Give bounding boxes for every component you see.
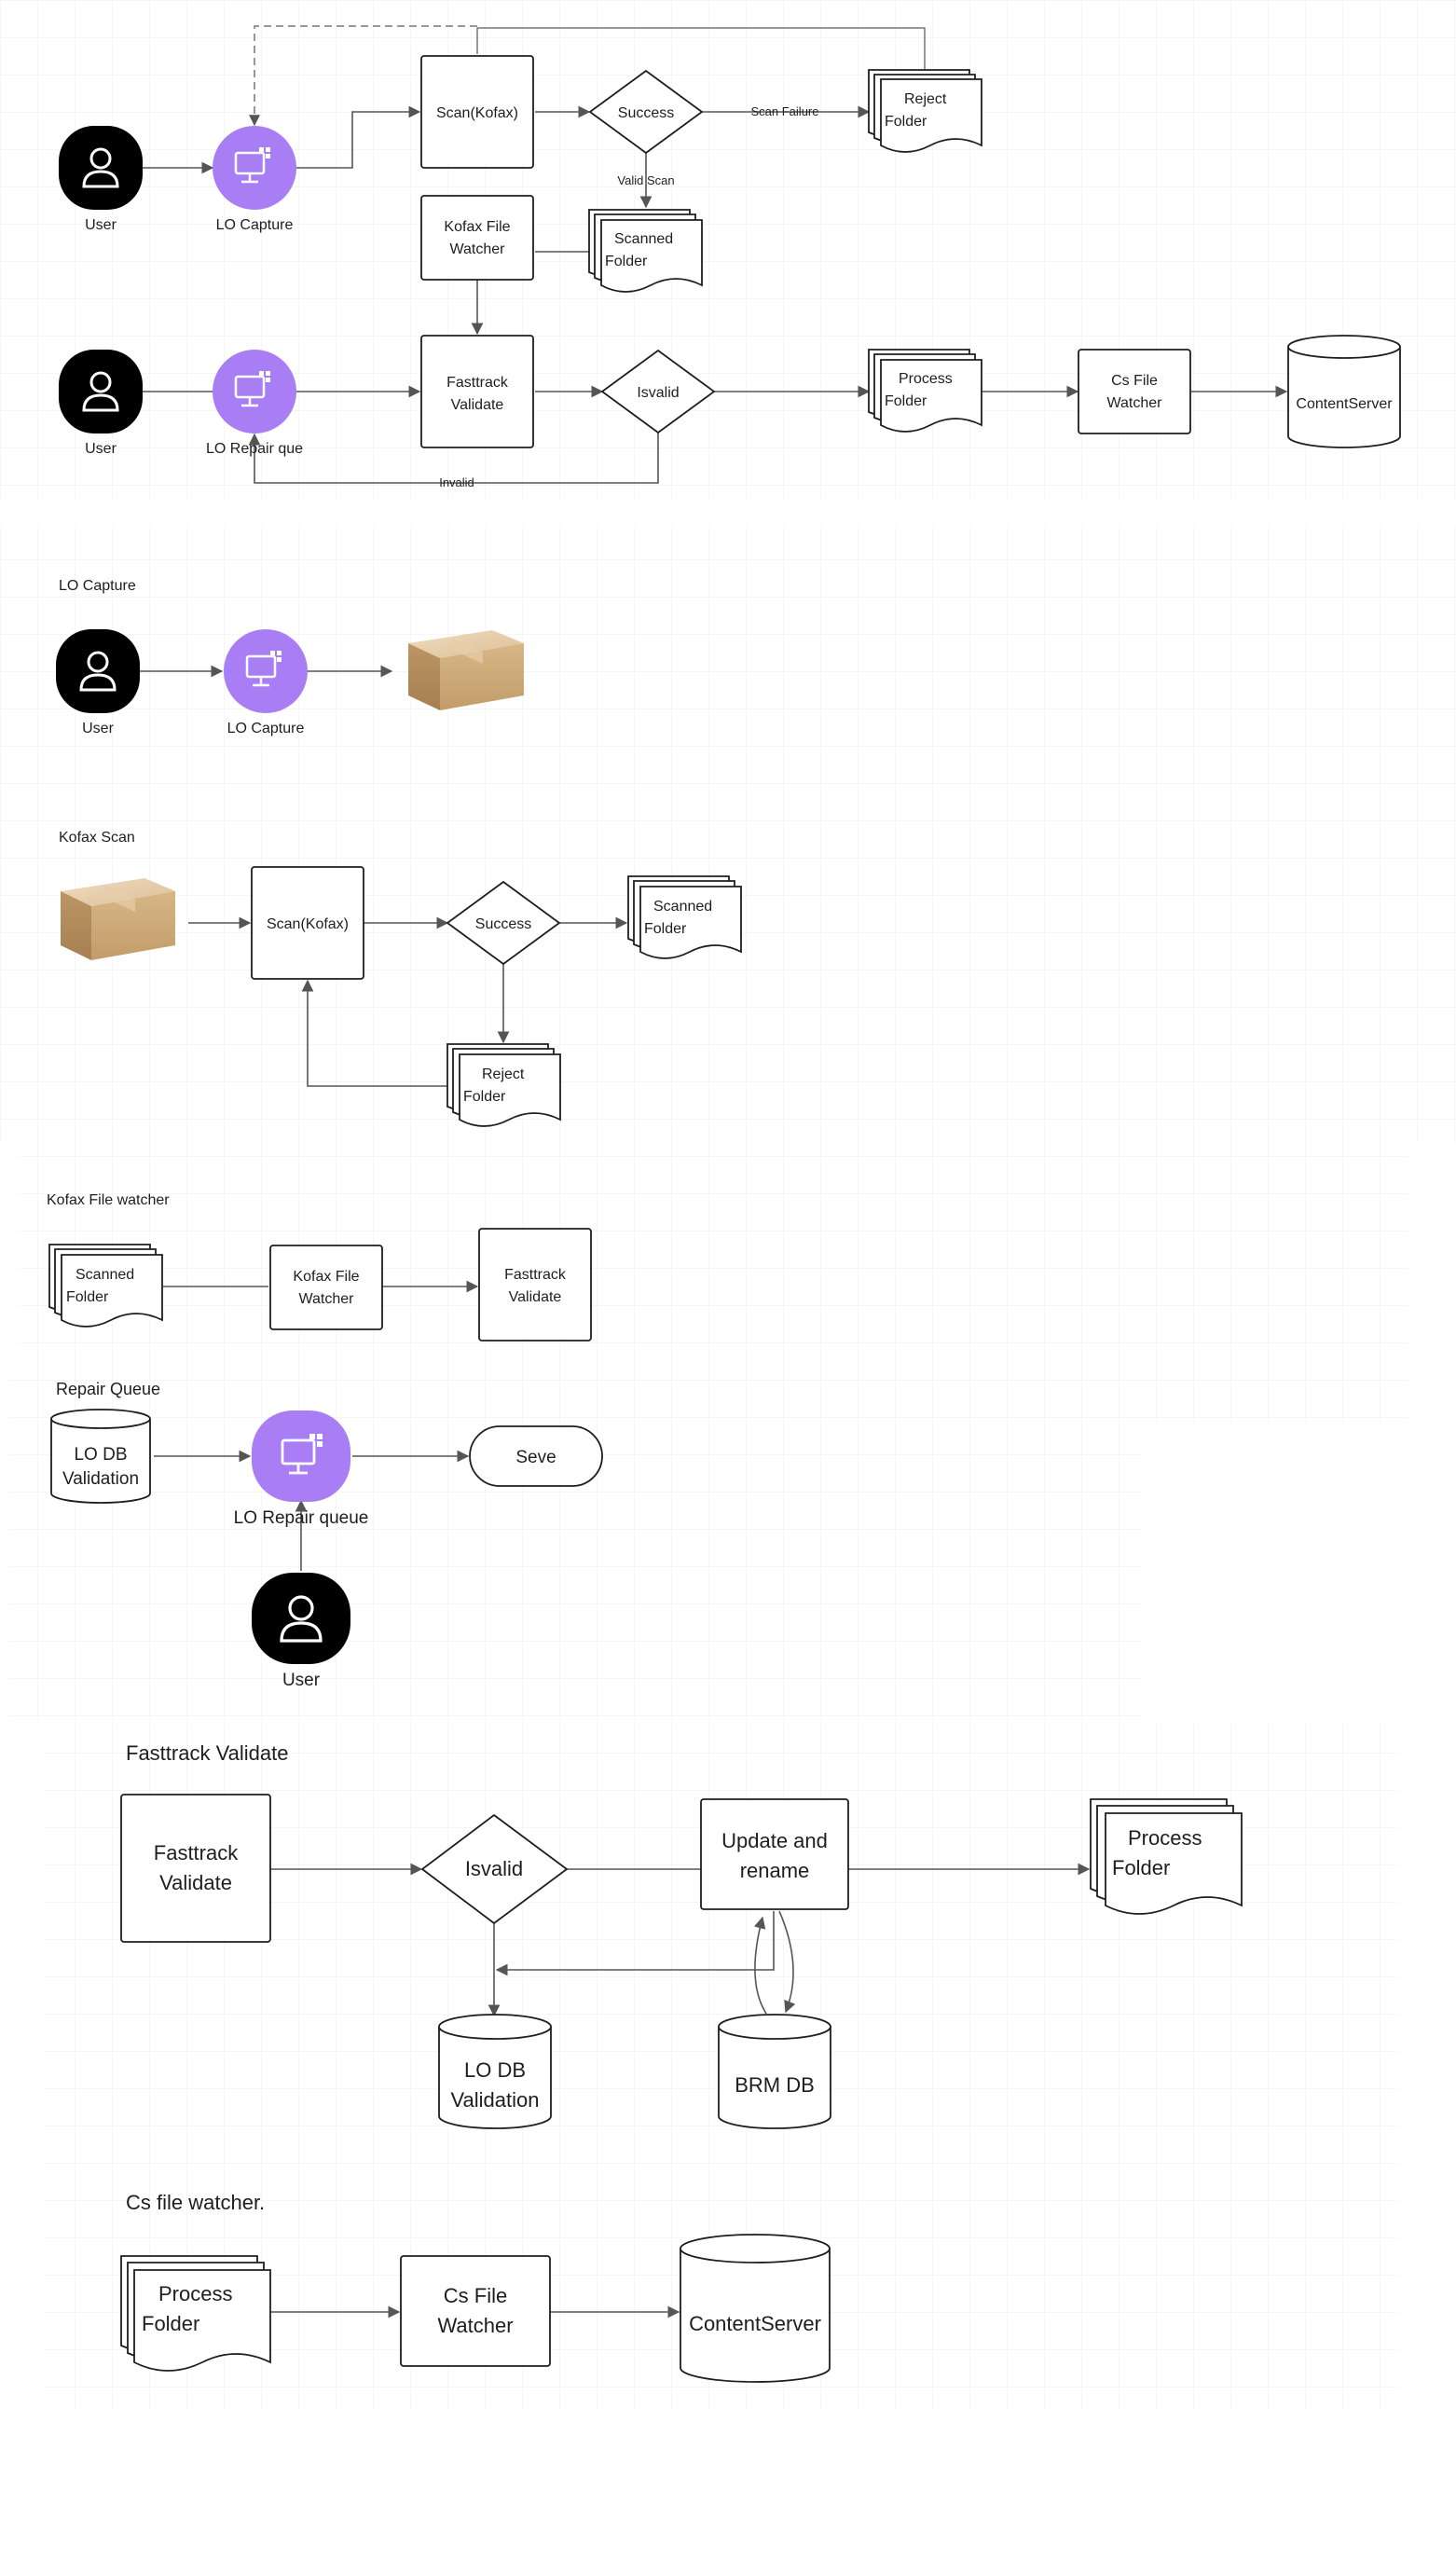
user-icon — [280, 1595, 323, 1643]
content-server-label: ContentServer — [1296, 396, 1393, 412]
user-node-2[interactable]: User — [59, 350, 143, 457]
user-label: User — [85, 441, 117, 457]
scan-kofax-label: Scan(Kofax) — [267, 916, 349, 932]
section-title: Fasttrack Validate — [126, 1741, 288, 1765]
monitor-grid-icon — [281, 1434, 323, 1475]
lo-repair-queue-label: LO Repair queue — [234, 1508, 369, 1528]
lo-capture-label: LO Capture — [227, 721, 305, 736]
success-decision[interactable]: Success — [446, 880, 561, 966]
success-label: Success — [618, 105, 674, 121]
scan-kofax-box[interactable]: Scan(Kofax) — [251, 866, 364, 980]
brm-db-cylinder[interactable]: BRM DB — [718, 2014, 831, 2129]
lo-capture-section: LO Capture User LO Capture — [56, 578, 524, 736]
section-title: Kofax File watcher — [47, 1192, 170, 1208]
save-terminal[interactable]: Seve — [469, 1425, 603, 1487]
user-node[interactable]: User — [59, 126, 143, 233]
scan-failure-label: Scan Failure — [751, 104, 819, 118]
lo-repair-queue-node[interactable]: LO Repair queue — [234, 1410, 369, 1528]
isvalid-decision[interactable]: Isvalid — [420, 1813, 569, 1925]
section-title: Cs file watcher. — [126, 2191, 265, 2214]
user-icon — [79, 651, 117, 692]
user-icon — [82, 147, 119, 188]
user-node[interactable]: User — [56, 629, 140, 736]
save-label: Seve — [515, 1448, 556, 1467]
success-decision[interactable]: Success — [588, 69, 704, 155]
lo-capture-node[interactable]: LO Capture — [224, 629, 308, 736]
user-label: User — [282, 1671, 321, 1690]
valid-scan-label: Valid Scan — [617, 173, 674, 187]
user-node[interactable]: User — [252, 1573, 350, 1690]
section-title: LO Capture — [59, 578, 136, 594]
isvalid-label: Isvalid — [637, 385, 679, 401]
user-label: User — [82, 721, 114, 736]
overview-diagram: User LO Capture Scan(Kofax) Success Scan… — [59, 25, 1401, 489]
cardboard-box-icon — [408, 630, 524, 710]
cardboard-box-icon — [61, 878, 175, 960]
scan-kofax-label: Scan(Kofax) — [436, 105, 518, 121]
section-title: Kofax Scan — [59, 830, 135, 846]
lo-capture-label: LO Capture — [216, 217, 294, 233]
content-server-label: ContentServer — [689, 2312, 821, 2335]
monitor-grid-icon — [234, 147, 270, 184]
isvalid-label: Isvalid — [465, 1857, 523, 1880]
success-label: Success — [475, 916, 531, 932]
lo-capture-node[interactable]: LO Capture — [213, 126, 296, 233]
monitor-grid-icon — [245, 651, 282, 687]
content-server-cylinder[interactable]: ContentServer — [680, 2234, 831, 2383]
lo-repair-que-node[interactable]: LO Repair que — [206, 350, 303, 457]
user-icon — [82, 371, 119, 412]
lo-repair-que-label: LO Repair que — [206, 441, 303, 457]
scan-kofax-box[interactable]: Scan(Kofax) — [420, 55, 534, 169]
brm-db-label: BRM DB — [735, 2073, 815, 2097]
content-server-cylinder[interactable]: ContentServer — [1287, 335, 1401, 448]
section-title: Repair Queue — [56, 1380, 160, 1398]
monitor-grid-icon — [234, 371, 270, 407]
isvalid-decision[interactable]: Isvalid — [600, 349, 716, 434]
invalid-label: Invalid — [439, 475, 474, 489]
user-label: User — [85, 217, 117, 233]
